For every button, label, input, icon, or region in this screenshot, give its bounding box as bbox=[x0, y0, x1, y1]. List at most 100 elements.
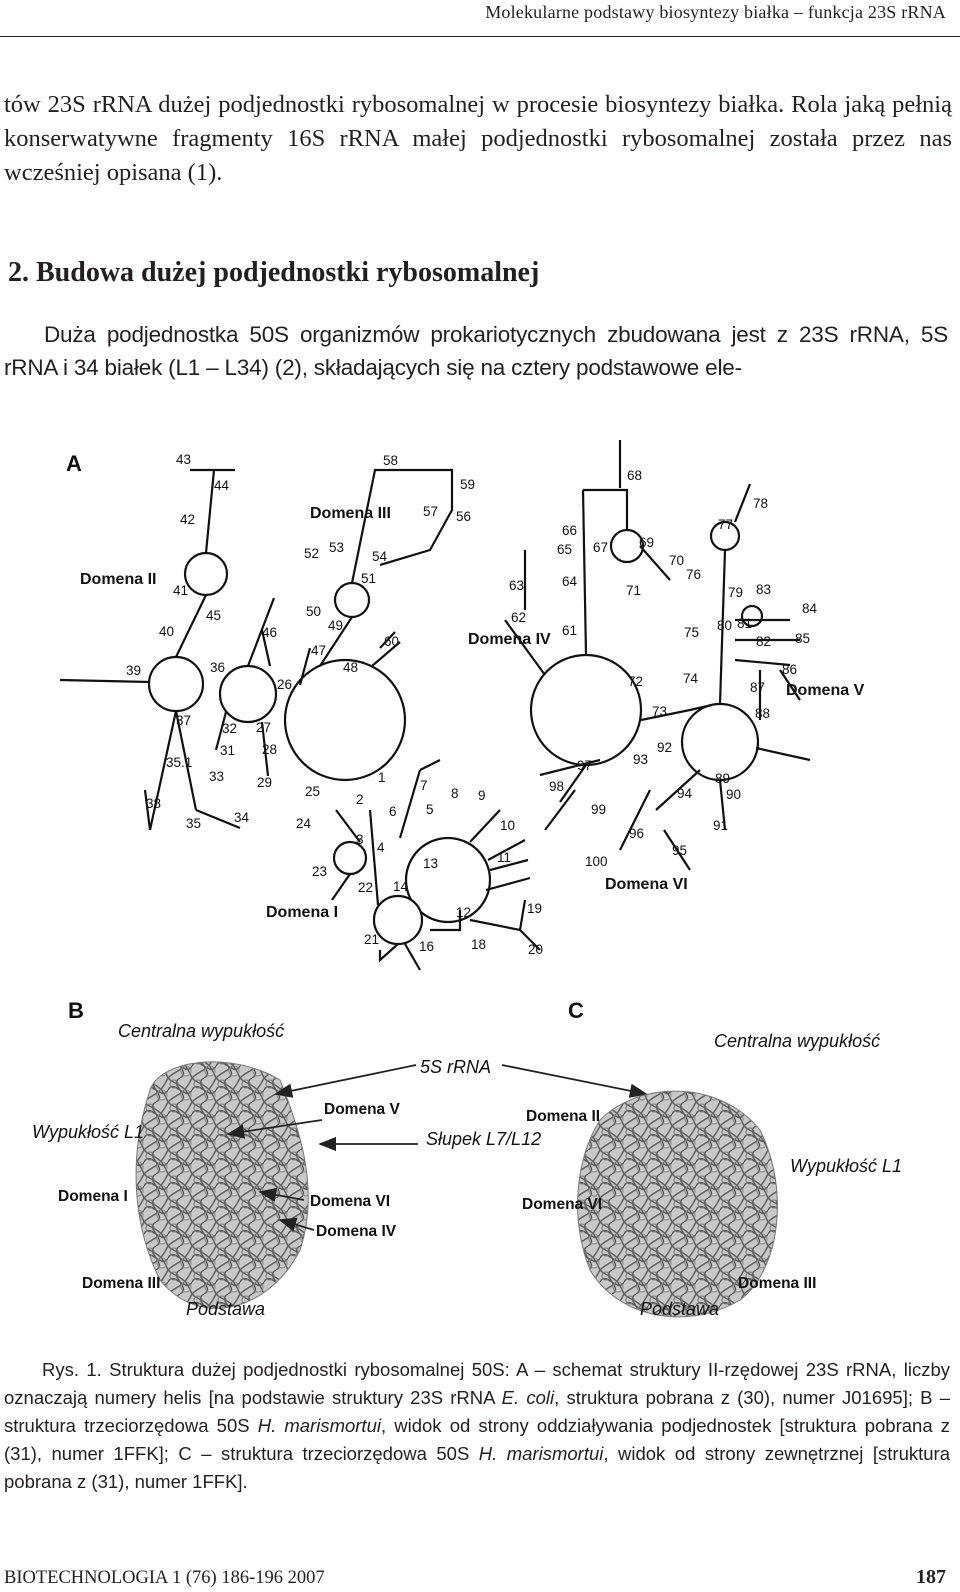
species-name: H. marismortui bbox=[478, 1443, 604, 1464]
helix-number: 1 bbox=[378, 770, 386, 785]
helix-number: 7 bbox=[420, 778, 428, 793]
central-protuberance-label-c: Centralna wypukłość bbox=[714, 1031, 880, 1051]
journal-footer: BIOTECHNOLOGIA 1 (76) 186-196 2007 bbox=[4, 1568, 325, 1588]
helix-number: 2 bbox=[356, 792, 364, 807]
helix-number: 77 bbox=[718, 517, 733, 532]
page-number: 187 bbox=[916, 1566, 946, 1588]
panel-b-letter: B bbox=[68, 998, 84, 1023]
helix-number: 95 bbox=[672, 843, 687, 858]
l7-l12-stalk-label: Słupek L7/L12 bbox=[426, 1129, 541, 1149]
base-label-b: Podstawa bbox=[186, 1299, 265, 1319]
helix-number: 6 bbox=[389, 804, 397, 819]
arrows bbox=[226, 1064, 648, 1232]
helix-number: 81 bbox=[737, 616, 752, 631]
panel-b bbox=[135, 1061, 309, 1309]
helix-number: 82 bbox=[756, 634, 771, 649]
helix-number: 45 bbox=[206, 608, 221, 623]
helix-number: 86 bbox=[782, 662, 797, 677]
helix-number: 58 bbox=[383, 453, 398, 468]
helix-number: 92 bbox=[657, 740, 672, 755]
helix-number: 60 bbox=[384, 634, 399, 649]
helix-number: 8 bbox=[451, 786, 459, 801]
helix-number: 70 bbox=[669, 553, 684, 568]
panel-c bbox=[577, 1090, 778, 1318]
helix-number: 74 bbox=[683, 671, 699, 686]
helix-number: 31 bbox=[220, 743, 235, 758]
panel-a-letter: A bbox=[66, 451, 82, 476]
section-heading: 2. Budowa dużej podjednostki rybosomalne… bbox=[8, 257, 540, 288]
helix-number: 84 bbox=[802, 601, 818, 616]
helix-number: 83 bbox=[756, 582, 771, 597]
helix-number: 12 bbox=[456, 905, 471, 920]
helix-number: 44 bbox=[214, 478, 230, 493]
helix-number: 35.1 bbox=[166, 755, 192, 770]
panel-c-letter: C bbox=[568, 998, 584, 1023]
species-name: E. coli bbox=[501, 1387, 555, 1408]
body-paragraph: Duża podjednostka 50S organizmów prokari… bbox=[4, 322, 948, 380]
helix-number: 93 bbox=[633, 752, 648, 767]
helix-number: 22 bbox=[358, 880, 373, 895]
intro-paragraph: tów 23S rRNA dużej podjednostki rybosoma… bbox=[4, 91, 952, 186]
helix-number: 59 bbox=[460, 477, 475, 492]
domain-vi-label-c: Domena VI bbox=[522, 1196, 602, 1213]
species-name: H. marismortui bbox=[257, 1415, 381, 1436]
helix-number: 99 bbox=[591, 802, 606, 817]
helix-number: 51 bbox=[361, 571, 376, 586]
helix-number: 90 bbox=[726, 787, 741, 802]
helix-number: 35 bbox=[186, 816, 201, 831]
helix-number: 40 bbox=[159, 624, 174, 639]
l1-stalk-label-c: Wypukłość L1 bbox=[790, 1156, 902, 1176]
helix-number: 71 bbox=[626, 583, 641, 598]
helix-number: 9 bbox=[478, 788, 486, 803]
helix-number: 88 bbox=[755, 706, 770, 721]
helix-number: 36 bbox=[210, 660, 225, 675]
domain-i-label-b: Domena I bbox=[58, 1188, 128, 1205]
helix-number: 46 bbox=[262, 625, 277, 640]
helix-number: 37 bbox=[176, 713, 191, 728]
helix-number: 28 bbox=[262, 742, 277, 757]
helix-number: 69 bbox=[639, 535, 654, 550]
helix-number: 97 bbox=[577, 758, 592, 773]
helix-number: 78 bbox=[753, 496, 768, 511]
domain-i-label: Domena I bbox=[266, 904, 338, 921]
header-rule bbox=[0, 36, 960, 37]
5s-rrna-label: 5S rRNA bbox=[420, 1057, 491, 1077]
helix-number: 42 bbox=[180, 512, 195, 527]
helix-number: 21 bbox=[364, 932, 379, 947]
helix-number: 24 bbox=[296, 816, 312, 831]
domain-iii-label-c: Domena III bbox=[738, 1275, 816, 1292]
domain-iii-label: Domena III bbox=[310, 505, 391, 522]
helix-number: 66 bbox=[562, 523, 577, 538]
helix-number: 96 bbox=[629, 826, 644, 841]
helix-number: 18 bbox=[471, 937, 486, 952]
helix-number: 63 bbox=[509, 578, 524, 593]
domain-v-label: Domena V bbox=[786, 682, 865, 699]
domain-vi-label: Domena VI bbox=[605, 876, 688, 893]
helix-number: 50 bbox=[306, 604, 321, 619]
helix-number: 67 bbox=[593, 540, 608, 555]
helix-number: 68 bbox=[627, 468, 642, 483]
helix-number: 89 bbox=[715, 771, 730, 786]
helix-number: 100 bbox=[585, 854, 608, 869]
running-header: Molekularne podstawy biosyntezy białka –… bbox=[485, 2, 946, 22]
helix-number: 25 bbox=[305, 784, 320, 799]
helix-number: 11 bbox=[497, 850, 511, 865]
helix-number: 75 bbox=[684, 625, 699, 640]
panel-c-labels: C Centralna wypukłość Domena II Wypukłoś… bbox=[522, 998, 902, 1319]
panel-b-structure bbox=[135, 1061, 309, 1309]
helix-number: 72 bbox=[628, 674, 643, 689]
helix-number: 10 bbox=[500, 818, 515, 833]
helix-number: 34 bbox=[234, 810, 250, 825]
helix-number: 85 bbox=[795, 631, 810, 646]
helix-number: 39 bbox=[126, 663, 141, 678]
helix-number: 16 bbox=[419, 939, 434, 954]
domain-iii-label-b: Domena III bbox=[82, 1275, 160, 1292]
helix-number: 20 bbox=[528, 942, 543, 957]
domain-ii-label-c: Domena II bbox=[526, 1108, 600, 1125]
helix-number: 23 bbox=[312, 864, 327, 879]
middle-labels: 5S rRNA Słupek L7/L12 bbox=[420, 1057, 541, 1149]
domain-iv-label: Domena IV bbox=[468, 631, 551, 648]
helix-number: 57 bbox=[423, 504, 438, 519]
helix-number: 5 bbox=[426, 802, 434, 817]
domain-v-label-b: Domena V bbox=[324, 1101, 400, 1118]
